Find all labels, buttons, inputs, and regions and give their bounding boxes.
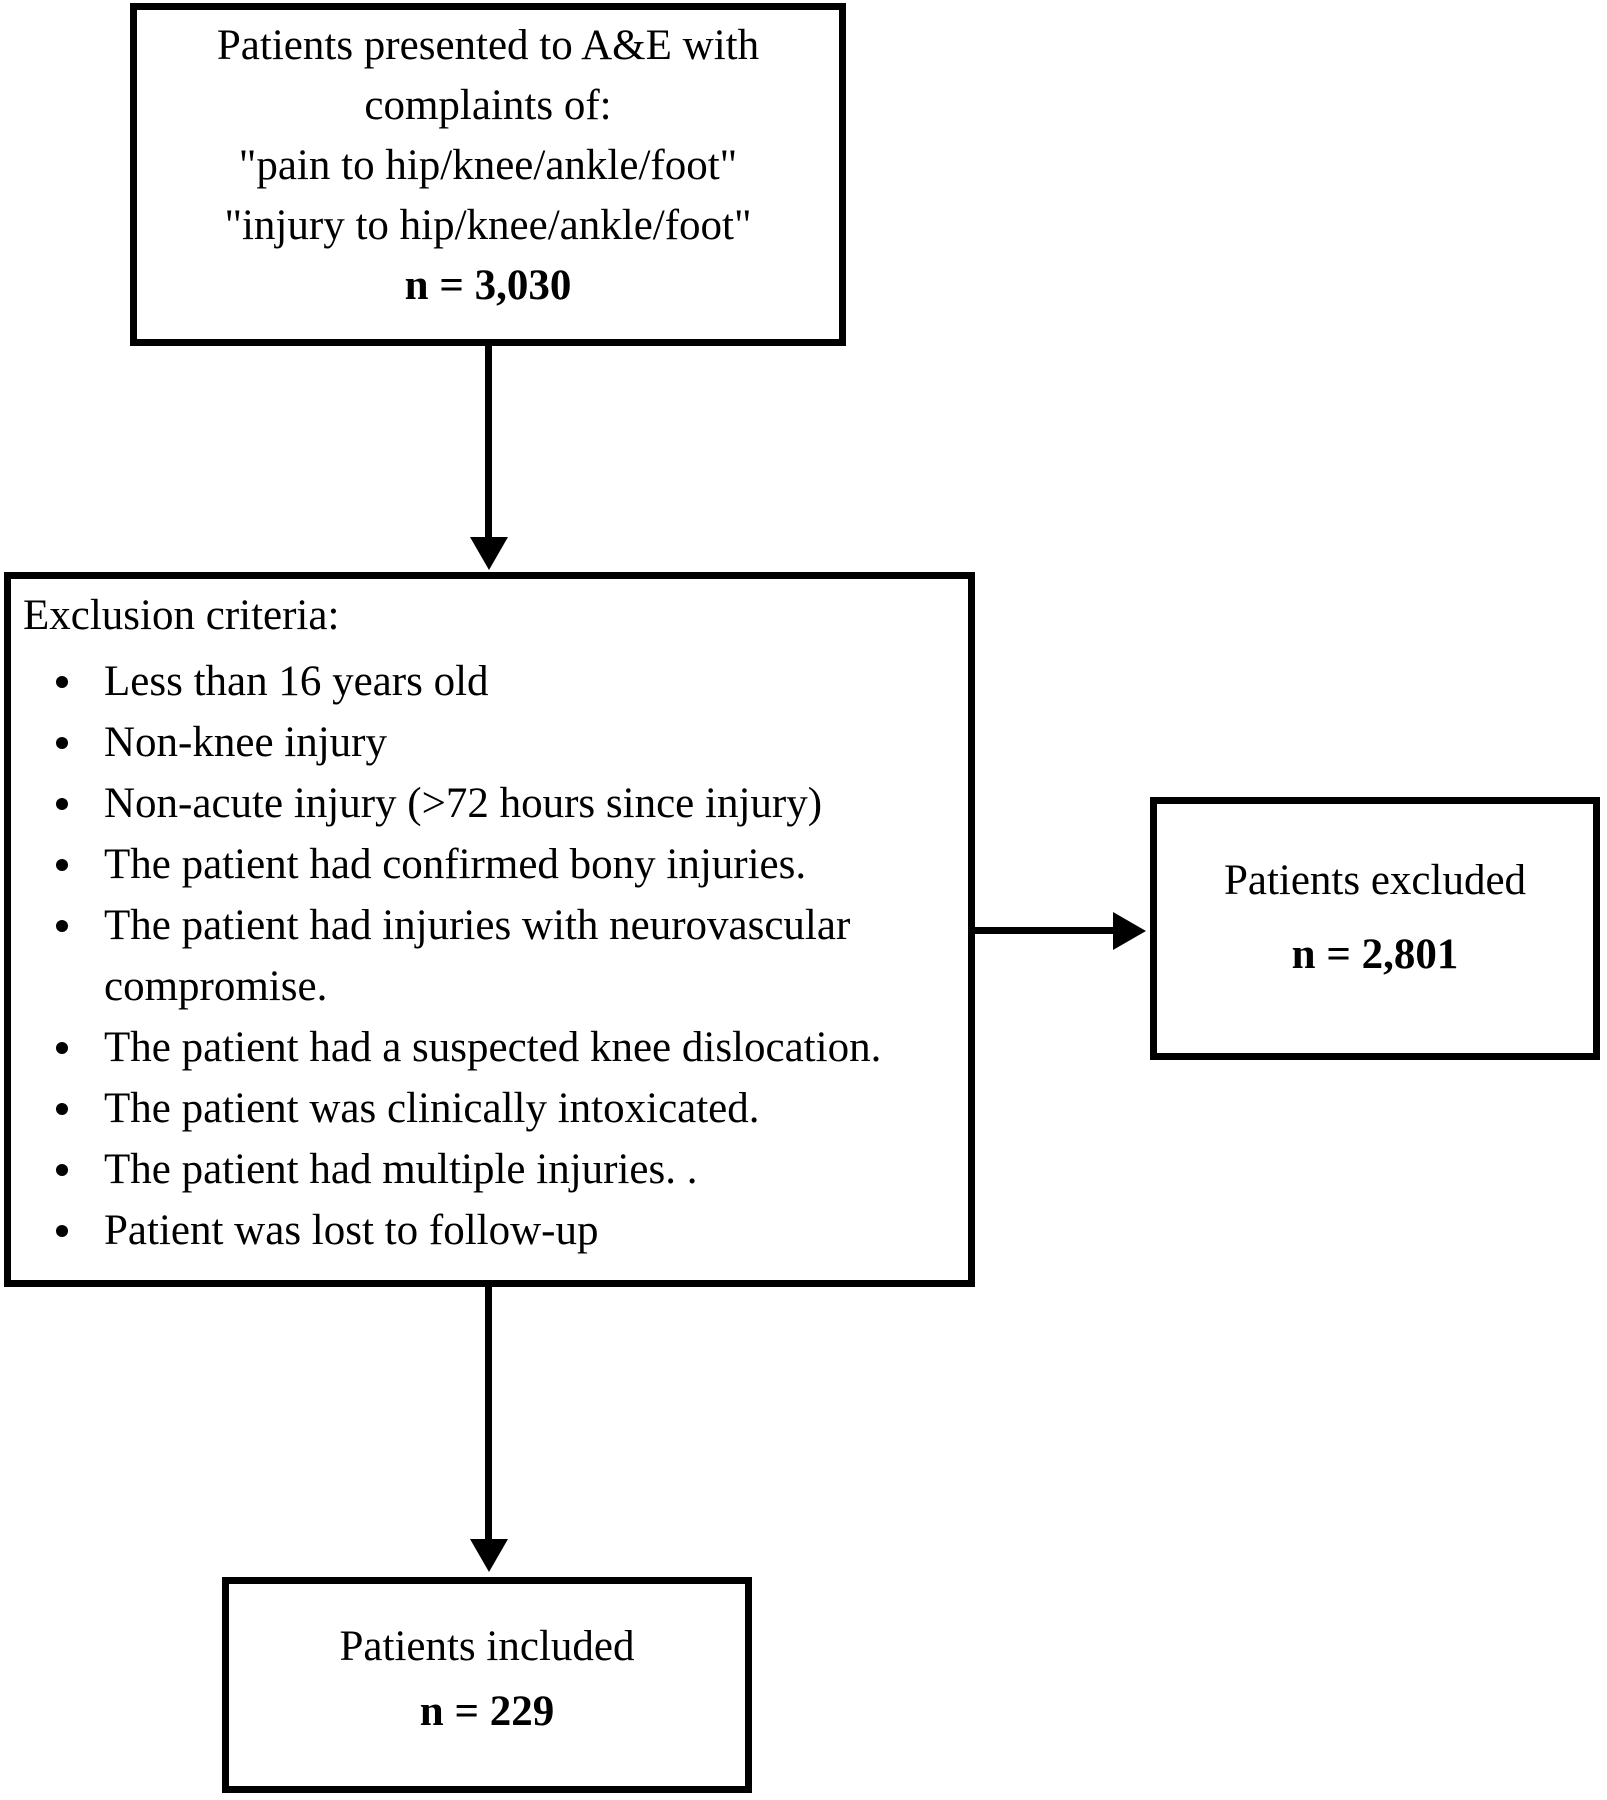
arrow-line-exclusion-to-included bbox=[485, 1286, 492, 1540]
presented-count: n = 3,030 bbox=[404, 262, 572, 309]
list-item-text: Non-acute injury (>72 hours since injury… bbox=[104, 780, 823, 827]
list-item: The patient was clinically intoxicated. bbox=[11, 1078, 968, 1139]
patients-excluded-box: Patients excluded n = 2,801 bbox=[1150, 797, 1600, 1060]
arrowhead-down-icon bbox=[470, 537, 508, 570]
list-item: Non-acute injury (>72 hours since injury… bbox=[11, 773, 968, 834]
list-item: The patient had injuries with neurovascu… bbox=[11, 895, 968, 956]
list-item: compromise. bbox=[11, 956, 968, 1017]
arrow-line-top-to-exclusion bbox=[485, 345, 492, 538]
list-item: The patient had confirmed bony injuries. bbox=[11, 834, 968, 895]
bullet-icon bbox=[56, 1041, 68, 1054]
bullet-icon bbox=[56, 858, 68, 871]
list-item-text: The patient had multiple injuries. . bbox=[104, 1146, 698, 1193]
included-title: Patients included bbox=[339, 1623, 635, 1670]
presented-line-3: "pain to hip/knee/ankle/foot" bbox=[238, 142, 738, 189]
bullet-icon bbox=[56, 919, 68, 932]
list-item-text: The patient had injuries with neurovascu… bbox=[104, 902, 851, 949]
bullet-icon bbox=[56, 675, 68, 688]
excluded-title: Patients excluded bbox=[1223, 857, 1527, 904]
list-item-text: The patient had confirmed bony injuries. bbox=[104, 841, 807, 888]
bullet-icon bbox=[56, 1163, 68, 1176]
bullet-icon bbox=[56, 797, 68, 810]
list-item-text: Less than 16 years old bbox=[104, 658, 489, 705]
list-item-text: Patient was lost to follow-up bbox=[104, 1207, 599, 1254]
presented-patients-box: Patients presented to A&E with complaint… bbox=[130, 3, 846, 346]
list-item-text: The patient was clinically intoxicated. bbox=[104, 1085, 760, 1132]
arrow-line-exclusion-to-excluded bbox=[974, 927, 1114, 934]
arrowhead-down-icon bbox=[470, 1539, 508, 1572]
list-item: Less than 16 years old bbox=[11, 651, 968, 712]
exclusion-heading: Exclusion criteria: bbox=[23, 592, 340, 639]
arrowhead-right-icon bbox=[1113, 912, 1146, 950]
bullet-icon bbox=[56, 1102, 68, 1115]
exclusion-criteria-box: Exclusion criteria: Less than 16 years o… bbox=[4, 572, 975, 1287]
list-item: Patient was lost to follow-up bbox=[11, 1200, 968, 1261]
list-item-text: The patient had a suspected knee disloca… bbox=[104, 1024, 882, 1071]
list-item: Non-knee injury bbox=[11, 712, 968, 773]
included-count: n = 229 bbox=[419, 1688, 555, 1735]
list-item: The patient had multiple injuries. . bbox=[11, 1139, 968, 1200]
list-item-text: Non-knee injury bbox=[104, 719, 388, 766]
bullet-icon bbox=[56, 736, 68, 749]
exclusion-list: Less than 16 years old Non-knee injury N… bbox=[11, 651, 968, 1261]
excluded-count: n = 2,801 bbox=[1291, 931, 1459, 978]
presented-line-1: Patients presented to A&E with bbox=[216, 22, 760, 69]
list-item: The patient had a suspected knee disloca… bbox=[11, 1017, 968, 1078]
bullet-icon bbox=[56, 1224, 68, 1237]
presented-line-2: complaints of: bbox=[364, 82, 612, 129]
patients-included-box: Patients included n = 229 bbox=[222, 1577, 752, 1793]
list-item-text: compromise. bbox=[104, 963, 328, 1010]
presented-line-4: "injury to hip/knee/ankle/foot" bbox=[224, 202, 752, 249]
